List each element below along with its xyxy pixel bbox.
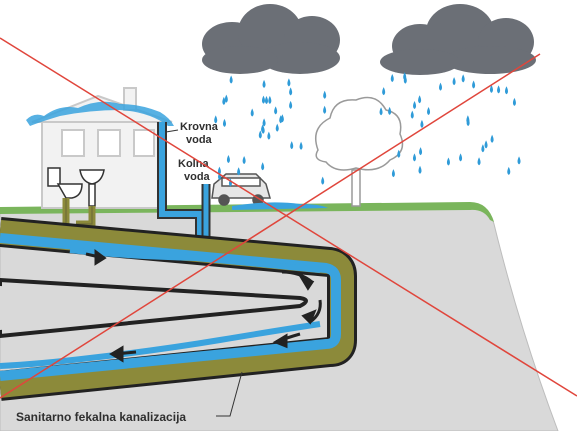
rain-drop	[418, 95, 422, 104]
rain-drop	[261, 162, 265, 171]
rain-drop	[391, 169, 395, 178]
rain-drop	[477, 157, 481, 166]
rain-drop	[242, 155, 246, 164]
rain-drop	[323, 90, 327, 99]
rain-drop	[413, 101, 417, 110]
rain-drop	[490, 134, 494, 143]
rain-drop	[323, 105, 327, 114]
rain-drop	[419, 147, 423, 156]
label-sewer-text: Sanitarno fekalna kanalizacija	[16, 410, 186, 424]
rain-drop	[226, 155, 230, 164]
rain-drop	[229, 75, 233, 84]
toilet-icon	[47, 167, 83, 199]
label-driveway-water: Kolna voda	[178, 158, 211, 183]
rain-drop	[261, 95, 265, 104]
cloud-left	[202, 4, 340, 74]
rain-drop	[382, 87, 386, 96]
water-lower	[0, 321, 321, 369]
rain-drop	[237, 167, 241, 176]
rain-drop	[280, 114, 284, 123]
rain-drop	[504, 86, 508, 95]
rain-drop	[481, 144, 485, 153]
rain-drop	[452, 77, 456, 86]
rain-drop	[497, 85, 501, 94]
rain-drop	[461, 74, 465, 83]
flow-arrows	[85, 249, 322, 363]
rain-drop	[446, 157, 450, 166]
rain-drop	[397, 149, 401, 158]
rain-drop	[290, 141, 294, 150]
rain-drop	[214, 115, 218, 124]
cross-out	[0, 37, 577, 399]
rain-drop	[274, 106, 278, 115]
rain-drop	[466, 117, 470, 126]
rain-drop	[403, 72, 407, 81]
rain-drop	[388, 106, 392, 115]
rain-drop	[222, 96, 226, 105]
rain-drop	[258, 130, 262, 139]
rain-drop	[250, 108, 254, 117]
rain-drop	[512, 97, 516, 106]
rain-drop	[321, 176, 325, 185]
rain-drop	[224, 94, 228, 103]
rain-drop	[412, 153, 416, 162]
label-roof-water-line1: Krovna	[180, 121, 219, 133]
rain-drop	[390, 74, 394, 83]
rain-drop	[420, 119, 424, 128]
rain-drop	[507, 166, 511, 175]
rain-drop	[472, 80, 476, 89]
tree-icon	[315, 96, 404, 207]
rain-drop	[264, 95, 268, 104]
rain-drop	[418, 165, 422, 174]
rain-drop	[289, 87, 293, 96]
rain-drop	[262, 79, 266, 88]
rain-drop	[484, 140, 488, 149]
car-icon	[211, 173, 271, 206]
rain-drop	[517, 156, 521, 165]
rain	[214, 72, 521, 187]
rain-drop	[289, 100, 293, 109]
label-driveway-water-line1: Kolna	[178, 158, 209, 170]
rain-drop	[287, 78, 291, 87]
rain-drop	[267, 131, 271, 140]
label-sewer: Sanitarno fekalna kanalizacija	[16, 371, 243, 424]
rain-drop	[427, 107, 431, 116]
rain-drop	[261, 124, 265, 133]
rain-drop	[222, 118, 226, 127]
label-roof-water-line2: voda	[186, 134, 213, 146]
rain-drop	[217, 166, 221, 175]
rain-drop	[489, 84, 493, 93]
rain-drop	[379, 107, 383, 116]
water-upper	[69, 247, 321, 273]
roof-water	[26, 101, 174, 126]
cloud-right	[380, 4, 536, 75]
label-roof-water: Krovna voda	[165, 121, 219, 146]
rain-drop	[275, 123, 279, 132]
label-driveway-water-line2: voda	[184, 171, 211, 183]
rain-drop	[459, 153, 463, 162]
sewer-pipe	[0, 217, 357, 401]
rain-drop	[439, 82, 443, 91]
rain-drop	[410, 110, 414, 119]
rain-drop	[268, 95, 272, 104]
rain-drop	[262, 118, 266, 127]
rain-drop	[299, 141, 303, 150]
